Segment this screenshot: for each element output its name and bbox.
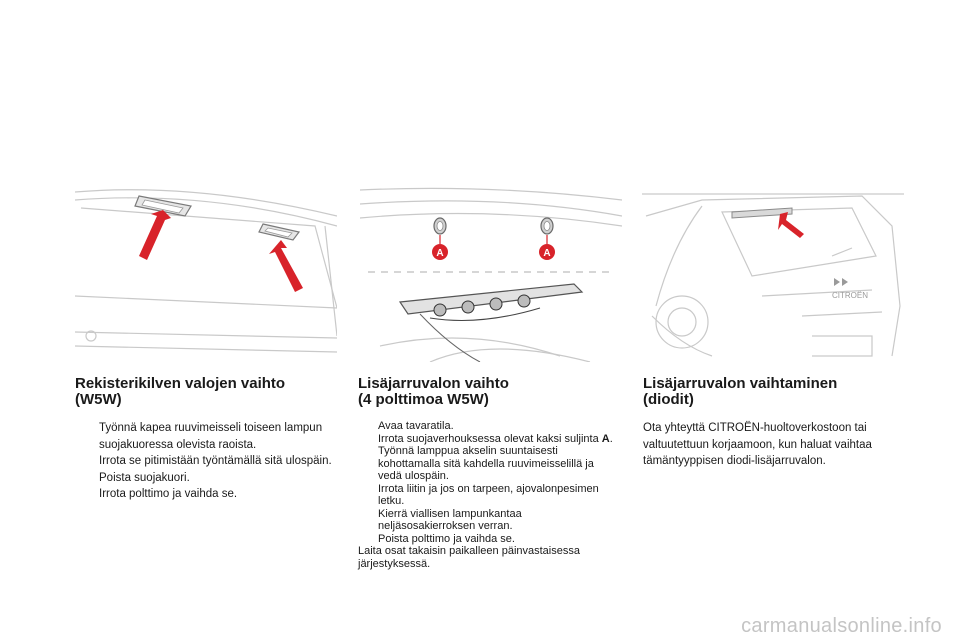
red-arrow-icon	[778, 212, 804, 238]
section-brake-lamp-bulbs: Lisäjarruvalon vaihto (4 polttimoa W5W) …	[358, 376, 620, 570]
brake-lamp-bulb-drawing: A A	[360, 187, 622, 362]
instruction-step: Poista suojakuori.	[99, 471, 190, 484]
instruction-step: Irrota se pitimistään työntämällä sitä u…	[99, 455, 332, 467]
heading-line: Lisäjarruvalon vaihtaminen	[643, 375, 838, 392]
fastener-label-a: A	[436, 248, 443, 259]
ds-logo-icon	[834, 278, 848, 286]
red-arrow-icon	[139, 210, 171, 260]
instruction-step: Kierrä viallisen lampunkantaa neljäsosak…	[378, 507, 522, 533]
reassembly-note: Laita osat takaisin paikalleen päinvasta…	[358, 545, 580, 570]
fastener-right: A	[539, 217, 555, 260]
heading-line: Rekisterikilven valojen vaihto	[75, 375, 286, 392]
section-heading: Rekisterikilven valojen vaihto (W5W)	[75, 376, 337, 408]
instruction-step: Työnnä kapea ruuvimeisseli toiseen lampu…	[99, 422, 323, 451]
fastener-label-a: A	[543, 248, 550, 259]
brake-lamp-bulb-illustration: A A	[360, 186, 622, 362]
red-arrow-icon	[269, 240, 303, 292]
instruction-step: Irrota suojaverhouksessa olevat kaksi su…	[378, 432, 613, 445]
instruction-list: Työnnä kapea ruuvimeisseli toiseen lampu…	[75, 420, 337, 503]
citroen-badge-text: CITROËN	[832, 291, 868, 300]
instruction-step: Työnnä lamppua akselin suuntaisesti koho…	[378, 445, 594, 482]
plate-lamp-right	[258, 223, 301, 241]
number-plate-lamp-illustration	[75, 186, 337, 362]
heading-line: (diodit)	[643, 391, 694, 408]
fastener-reference: A	[601, 432, 610, 445]
instruction-step: Irrota polttimo ja vaihda se.	[99, 488, 238, 500]
instruction-list: Avaa tavaratila. Irrota suojaverhouksess…	[358, 420, 620, 545]
heading-line: (4 polttimoa W5W)	[358, 391, 489, 408]
heading-line: (W5W)	[75, 391, 122, 408]
heading-line: Lisäjarruvalon vaihto	[358, 375, 509, 392]
instruction-step: Irrota liitin ja jos on tarpeen, ajovalo…	[378, 482, 599, 508]
number-plate-lamp-drawing	[75, 189, 337, 353]
instruction-step: Poista polttimo ja vaihda se.	[378, 532, 515, 545]
instruction-step: Avaa tavaratila.	[378, 420, 454, 432]
section-heading: Lisäjarruvalon vaihto (4 polttimoa W5W)	[358, 376, 620, 408]
site-watermark: carmanualsonline.info	[741, 615, 942, 637]
fastener-left: A	[432, 217, 448, 260]
section-number-plate-lamps: Rekisterikilven valojen vaihto (W5W) Työ…	[75, 376, 337, 503]
section-brake-lamp-diodes: Lisäjarruvalon vaihtaminen (diodit) Ota …	[643, 376, 905, 470]
plate-lamp-left	[134, 195, 192, 217]
service-paragraph: Ota yhteyttä CITROËN-huoltoverkostoon ta…	[643, 422, 872, 467]
section-heading: Lisäjarruvalon vaihtaminen (diodit)	[643, 376, 905, 408]
car-rear-drawing: CITROËN	[642, 193, 904, 357]
car-rear-led-illustration: CITROËN	[642, 186, 904, 362]
brake-lamp-unit	[398, 283, 584, 362]
